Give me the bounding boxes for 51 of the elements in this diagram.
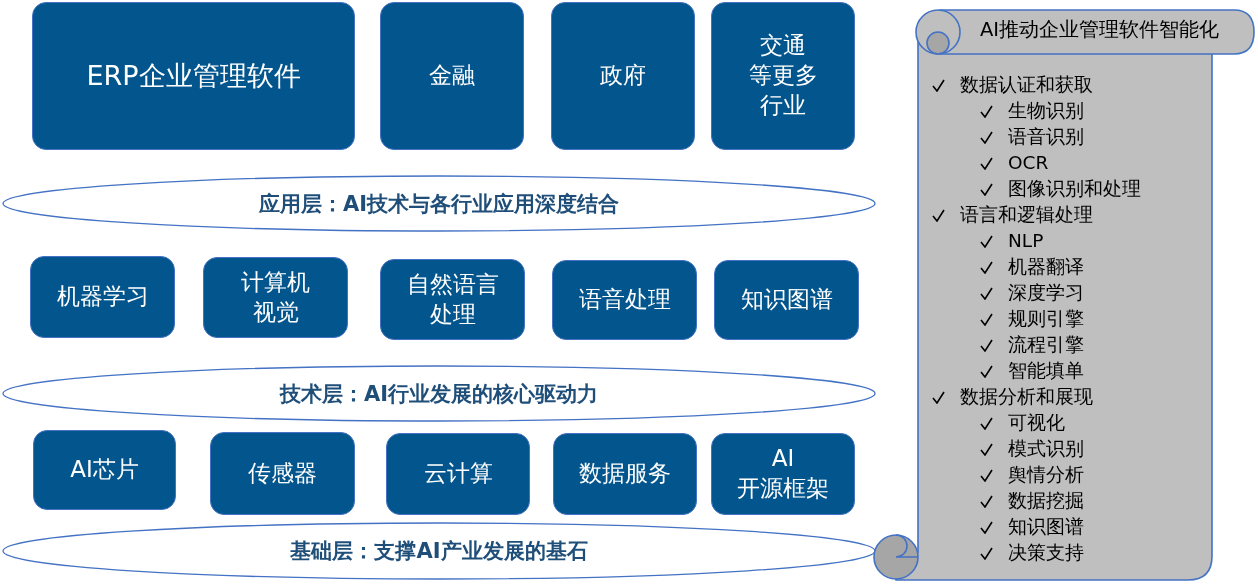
list-item: 图像识别和处理 bbox=[1008, 178, 1141, 201]
list-item: 生物识别 bbox=[1008, 100, 1084, 123]
list-item: 数据分析和展现 bbox=[960, 386, 1093, 409]
category-box bbox=[386, 433, 530, 515]
list-item: 舆情分析 bbox=[1008, 464, 1084, 487]
category-box bbox=[551, 2, 695, 150]
list-item: NLP bbox=[1008, 230, 1044, 253]
category-box bbox=[380, 2, 524, 150]
layer-title: 基础层：支撑AI产业发展的基石 bbox=[290, 538, 588, 565]
category-box bbox=[203, 257, 348, 338]
list-item: OCR bbox=[1008, 152, 1049, 175]
box-label: 政府 bbox=[599, 61, 647, 91]
box-label: 交通等更多行业 bbox=[747, 31, 819, 120]
box-label: 数据服务 bbox=[578, 459, 672, 489]
box-label: 计算机视觉 bbox=[240, 267, 311, 327]
box-label: 语音处理 bbox=[577, 285, 672, 315]
box-label: 传感器 bbox=[247, 458, 318, 488]
category-box bbox=[714, 260, 859, 340]
box-label: 机器学习 bbox=[55, 282, 150, 312]
category-box bbox=[553, 433, 697, 515]
box-label: 知识图谱 bbox=[739, 285, 834, 315]
list-item: 语音识别 bbox=[1008, 126, 1084, 149]
category-box bbox=[30, 256, 175, 338]
list-item: 规则引擎 bbox=[1008, 308, 1084, 331]
list-item: 知识图谱 bbox=[1008, 516, 1084, 539]
list-item: 数据认证和获取 bbox=[960, 74, 1093, 97]
box-label: 云计算 bbox=[422, 459, 494, 489]
layer-title: 应用层：AI技术与各行业应用深度结合 bbox=[258, 190, 620, 218]
list-item: 决策支持 bbox=[1008, 542, 1084, 565]
category-box bbox=[380, 259, 525, 340]
category-box bbox=[32, 2, 355, 150]
box-label: 自然语言处理 bbox=[405, 269, 500, 329]
list-item: 可视化 bbox=[1008, 412, 1065, 435]
list-item: 流程引擎 bbox=[1008, 334, 1084, 357]
list-item: 数据挖掘 bbox=[1008, 490, 1084, 513]
list-item: 深度学习 bbox=[1008, 282, 1084, 305]
box-label: AI 开源框架 bbox=[736, 444, 830, 503]
layer-title: 技术层：AI行业发展的核心驱动力 bbox=[279, 380, 599, 408]
box-label: ERP企业管理软件 bbox=[85, 59, 302, 94]
category-box bbox=[33, 430, 176, 510]
category-box bbox=[552, 260, 697, 340]
box-label: AI芯片 bbox=[69, 455, 140, 485]
list-item: 智能填单 bbox=[1008, 360, 1084, 383]
category-box bbox=[210, 432, 355, 515]
list-item: 模式识别 bbox=[1008, 438, 1084, 461]
scroll-title: AI推动企业管理软件智能化 bbox=[980, 18, 1220, 42]
list-item: 语言和逻辑处理 bbox=[960, 204, 1093, 227]
list-item: 机器翻译 bbox=[1008, 256, 1084, 279]
category-box bbox=[711, 2, 855, 150]
category-box bbox=[711, 433, 855, 515]
box-label: 金融 bbox=[428, 61, 476, 91]
